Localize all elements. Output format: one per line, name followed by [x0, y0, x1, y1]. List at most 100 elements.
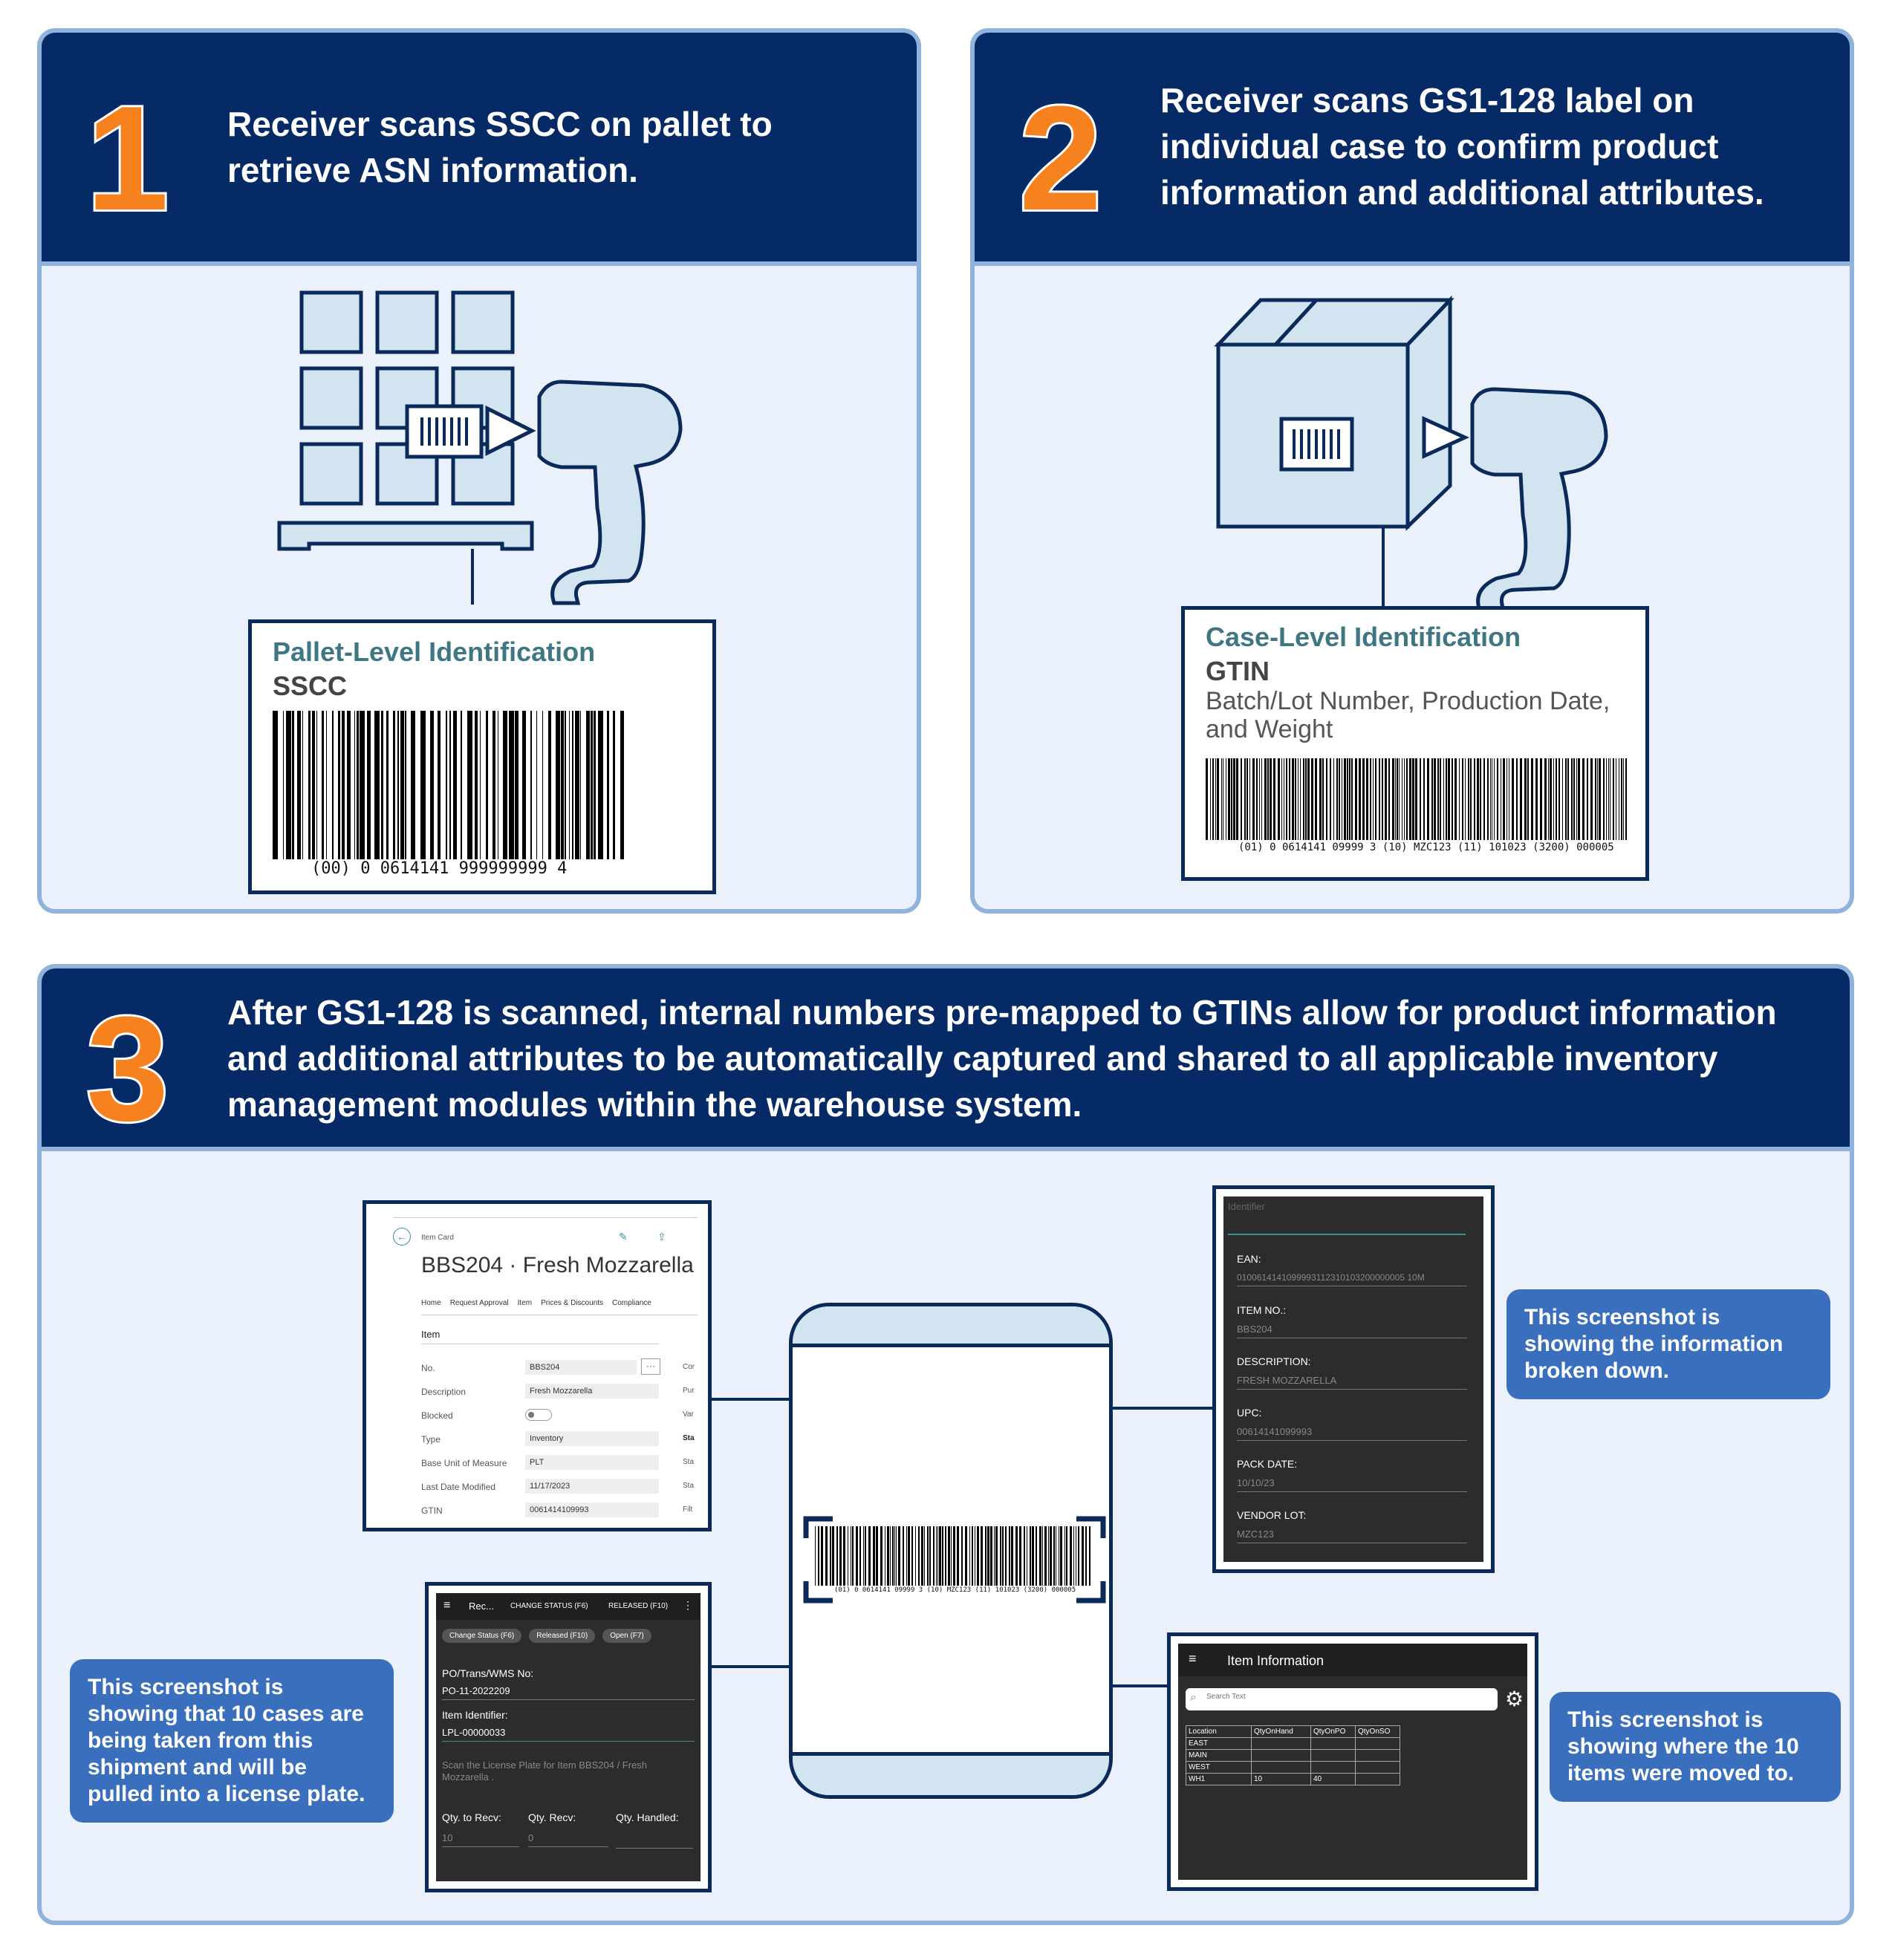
barcode-bar [843, 1526, 845, 1586]
barcode-bar [1048, 1526, 1049, 1586]
barcode-bar [598, 711, 603, 859]
tab-prices-discounts[interactable]: Prices & Discounts [541, 1299, 604, 1307]
barcode-bar [1307, 758, 1310, 840]
field-label: Type [421, 1434, 441, 1445]
cell [1251, 1737, 1311, 1750]
description-value[interactable]: FRESH MOZZARELLA [1237, 1375, 1467, 1390]
base-unit-field[interactable]: PLT [525, 1455, 659, 1470]
barcode-bar [908, 1526, 910, 1586]
barcode-bar [1506, 758, 1507, 840]
back-arrow-icon[interactable]: ← [393, 1228, 411, 1246]
step-2-panel: 2 Receiver scans GS1-128 label on indivi… [970, 28, 1854, 914]
field-label: Last Date Modified [421, 1482, 496, 1492]
identifier-underline [1228, 1234, 1466, 1235]
barcode-bar [1066, 1526, 1067, 1586]
table-row[interactable]: MAIN [1186, 1749, 1400, 1762]
tab-compliance[interactable]: Compliance [612, 1299, 651, 1307]
barcode-bar [536, 711, 537, 859]
barcode-bar [411, 711, 415, 859]
type-field[interactable]: Inventory [525, 1431, 659, 1446]
tab-home[interactable]: Home [421, 1299, 441, 1307]
menu-icon[interactable]: ≡ [443, 1599, 451, 1612]
search-input[interactable] [1206, 1693, 1489, 1701]
barcode-bar [1524, 758, 1527, 840]
barcode-bar [1603, 758, 1605, 840]
barcode-bar [1382, 758, 1383, 840]
share-icon[interactable]: ⇪ [657, 1231, 666, 1243]
barcode-bar [475, 711, 478, 859]
barcode-bar [1042, 1526, 1043, 1586]
connector-lines [703, 1398, 1212, 1687]
barcode-bar [1595, 758, 1596, 840]
cell [1355, 1737, 1400, 1750]
qty-handled-value[interactable] [616, 1832, 693, 1849]
barcode-bar [1032, 1526, 1034, 1586]
cell [1355, 1773, 1400, 1785]
barcode-bar [360, 711, 365, 859]
scanned-barcode [815, 1526, 1090, 1586]
qty-recv-value[interactable]: 0 [528, 1832, 608, 1847]
search-box[interactable]: ⌕ [1186, 1688, 1498, 1710]
tab-request-approval[interactable]: Request Approval [449, 1299, 509, 1307]
more-vert-icon[interactable]: ⋮ [683, 1599, 693, 1611]
barcode-bar [591, 711, 593, 859]
scanner-device: (01) 0 0614141 09999 3 (10) MZC123 (11) … [789, 1303, 1113, 1799]
barcode-bar [1252, 758, 1255, 840]
barcode-bar [1406, 758, 1408, 840]
label-subtitle: GTIN [1206, 656, 1270, 686]
barcode-bar [856, 1526, 858, 1586]
pack-date-value[interactable]: 10/10/23 [1237, 1477, 1467, 1492]
po-value[interactable]: PO-11-2022209 [442, 1685, 695, 1700]
item-no-value[interactable]: BBS204 [1237, 1324, 1467, 1338]
gear-icon[interactable]: ⚙ [1505, 1687, 1524, 1710]
description-field[interactable]: Fresh Mozzarella [525, 1384, 659, 1399]
receive-screenshot: ≡ Rec... CHANGE STATUS (F6) RELEASED (F1… [425, 1582, 712, 1892]
barcode-bar [1019, 1526, 1021, 1586]
barcode-bar [1452, 758, 1453, 840]
ean-value[interactable]: 0100614141099993112310103200000005 10M [1237, 1272, 1467, 1286]
col-location[interactable]: Location [1186, 1725, 1252, 1738]
vendor-lot-label: VENDOR LOT: [1237, 1509, 1307, 1521]
menu-icon[interactable]: ≡ [1189, 1651, 1197, 1666]
barcode-bar [1336, 758, 1338, 840]
blocked-toggle[interactable] [525, 1409, 552, 1421]
edit-icon[interactable]: ✎ [619, 1231, 628, 1243]
upc-label: UPC: [1237, 1407, 1262, 1419]
qty-to-recv-label: Qty. to Recv: [442, 1811, 501, 1823]
inventory-table: Location QtyOnHand QtyOnPO QtyOnSO EAST … [1186, 1725, 1400, 1785]
released-action[interactable]: RELEASED (F10) [608, 1602, 669, 1610]
col-qty-on-hand[interactable]: QtyOnHand [1251, 1725, 1311, 1738]
change-status-pill[interactable]: Change Status (F6) [442, 1629, 522, 1643]
change-status-action[interactable]: CHANGE STATUS (F6) [510, 1602, 588, 1610]
qty-to-recv-value[interactable]: 10 [442, 1832, 519, 1847]
col-qty-on-so[interactable]: QtyOnSO [1355, 1725, 1400, 1738]
barcode-bar [1608, 758, 1609, 840]
col-qty-on-po[interactable]: QtyOnPO [1310, 1725, 1356, 1738]
barcode-bar [818, 1526, 819, 1586]
barcode-bar [393, 711, 395, 859]
right-column-label: Cor [683, 1363, 695, 1371]
pallet-scan-illustration [277, 290, 683, 605]
barcode-bar [1571, 758, 1573, 840]
barcode-bar [1339, 758, 1340, 840]
barcode-bar [572, 711, 573, 859]
item-identifier-value[interactable]: LPL-00000033 [442, 1727, 695, 1742]
released-pill[interactable]: Released (F10) [529, 1629, 596, 1643]
gs1-128-barcode [1206, 758, 1627, 840]
table-row[interactable]: EAST [1186, 1737, 1400, 1750]
step-number: 2 [1017, 76, 1104, 241]
barcode-bar [1005, 1526, 1007, 1586]
no-field[interactable]: BBS204 [525, 1360, 637, 1375]
pallet-label: Pallet-Level Identification SSCC (00) 0 … [248, 619, 716, 894]
gtin-field[interactable]: 0061414109993 [525, 1502, 659, 1517]
upc-value[interactable]: 00614141099993 [1237, 1426, 1467, 1441]
open-pill[interactable]: Open (F7) [602, 1629, 651, 1643]
barcode-bar [1388, 758, 1390, 840]
tab-item[interactable]: Item [517, 1299, 533, 1307]
cell: 10 [1251, 1773, 1311, 1785]
vendor-lot-value[interactable]: MZC123 [1237, 1528, 1467, 1543]
more-button[interactable]: ··· [641, 1358, 660, 1375]
barcode-bar [1286, 758, 1287, 840]
table-row[interactable]: WEST [1186, 1761, 1400, 1774]
